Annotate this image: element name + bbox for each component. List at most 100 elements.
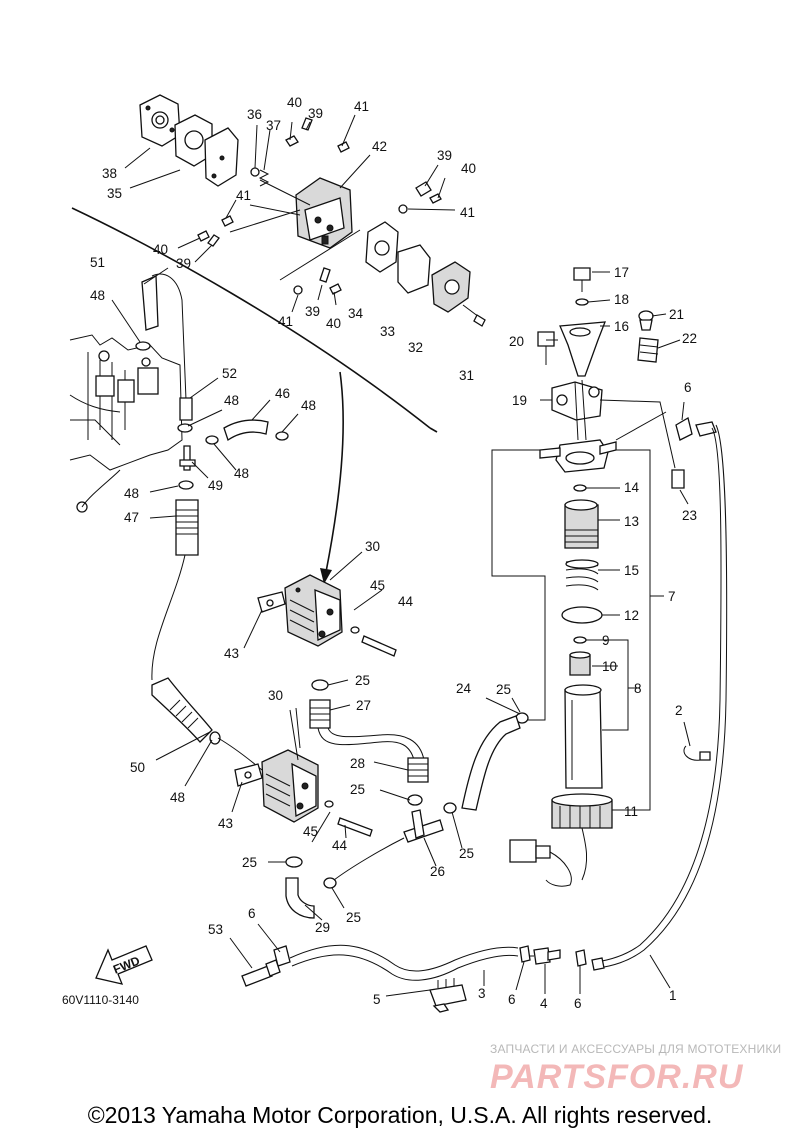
part-13-element xyxy=(564,499,599,549)
label-24: 24 xyxy=(456,681,472,696)
part-9-ring xyxy=(573,636,587,644)
part-25-clamps xyxy=(285,679,529,889)
label-6-a: 6 xyxy=(684,380,692,395)
assembly-pointer-arrowhead xyxy=(320,568,332,584)
part-26-tee-fitting xyxy=(333,809,444,881)
part-17-bolt xyxy=(573,267,591,292)
engine-section-divider xyxy=(71,207,431,429)
part-49-fitting xyxy=(179,445,196,471)
part-50-hose xyxy=(151,677,213,743)
watermark-caption: ЗАПЧАСТИ И АКСЕССУАРЫ ДЛЯ МОТОТЕХНИКИ xyxy=(490,1042,782,1056)
part-51-vapor-hose xyxy=(141,273,187,401)
label-48-a: 48 xyxy=(90,288,105,303)
label-37: 37 xyxy=(266,118,281,133)
label-31: 31 xyxy=(459,368,474,383)
label-13: 13 xyxy=(624,514,639,529)
filter-head xyxy=(539,439,617,473)
part-12-o-ring xyxy=(561,606,603,624)
label-38: 38 xyxy=(102,166,117,181)
label-7: 7 xyxy=(668,589,676,604)
label-19: 19 xyxy=(512,393,527,408)
part-31-bolt xyxy=(462,304,486,327)
label-17: 17 xyxy=(614,265,629,280)
label-48-b: 48 xyxy=(301,398,316,413)
part-29-hose xyxy=(285,877,315,919)
part-18-washer xyxy=(575,298,589,306)
part-19-bracket xyxy=(551,379,603,441)
label-14: 14 xyxy=(624,480,640,495)
part-6-clamps-right xyxy=(273,417,693,967)
part-20-bolt xyxy=(537,331,555,365)
assembly-pointer-arrow xyxy=(325,371,344,573)
label-32: 32 xyxy=(408,340,423,355)
part-28-hose xyxy=(317,727,429,783)
label-8: 8 xyxy=(634,681,642,696)
label-40-d: 40 xyxy=(326,316,341,331)
label-20: 20 xyxy=(509,334,524,349)
part-11-cup-nut xyxy=(551,793,613,829)
label-25-d: 25 xyxy=(242,855,257,870)
label-22: 22 xyxy=(682,331,697,346)
part-35-diaphragm xyxy=(204,127,239,187)
divider-hook xyxy=(429,427,438,433)
label-42: 42 xyxy=(372,139,387,154)
label-44-b: 44 xyxy=(332,838,348,853)
label-48-f: 48 xyxy=(170,790,185,805)
label-10: 10 xyxy=(602,659,617,674)
fwd-label: FWD xyxy=(111,953,142,976)
label-51: 51 xyxy=(90,255,105,270)
label-23: 23 xyxy=(682,508,697,523)
hose-47-50 xyxy=(151,554,186,681)
label-53: 53 xyxy=(208,922,223,937)
label-39-c: 39 xyxy=(176,256,191,271)
top-leader-lines xyxy=(124,114,456,313)
label-26: 26 xyxy=(430,864,445,879)
label-48-e: 48 xyxy=(124,486,139,501)
label-25-f: 25 xyxy=(346,910,361,925)
label-45-a: 45 xyxy=(370,578,385,593)
part-number-labels: 40 39 36 37 41 38 35 42 39 40 41 41 40 3… xyxy=(90,95,697,1011)
engine-block xyxy=(69,334,183,513)
filter-cup xyxy=(564,684,603,789)
part-30-fuel-pump-upper xyxy=(257,574,397,657)
label-15: 15 xyxy=(624,563,639,578)
diagram-code: 60V1110-3140 xyxy=(62,993,139,1007)
part-47-hose xyxy=(175,499,199,556)
part-1-hose xyxy=(591,421,728,971)
part-3-hose xyxy=(289,944,519,981)
label-4: 4 xyxy=(540,996,548,1011)
label-6-b: 6 xyxy=(248,906,256,921)
label-18: 18 xyxy=(614,292,629,307)
label-16: 16 xyxy=(614,319,629,334)
label-46: 46 xyxy=(275,386,290,401)
label-25-c: 25 xyxy=(350,782,365,797)
water-sensor-connector xyxy=(509,827,588,887)
label-3: 3 xyxy=(478,986,486,1001)
label-35: 35 xyxy=(107,186,122,201)
part-42-vapor-separator-body xyxy=(295,177,353,249)
small-fasteners-top xyxy=(197,117,442,295)
label-12: 12 xyxy=(624,608,639,623)
label-34: 34 xyxy=(348,306,364,321)
part-38-plate xyxy=(139,94,181,147)
label-41-b: 41 xyxy=(460,205,475,220)
label-36: 36 xyxy=(247,107,262,122)
part-4-fitting xyxy=(530,947,561,965)
label-43-a: 43 xyxy=(224,646,239,661)
part-2-clip xyxy=(683,745,711,761)
part-27-hose xyxy=(309,699,331,729)
part-23-fitting xyxy=(671,469,685,489)
part-22-grommet xyxy=(637,337,659,363)
label-39-b: 39 xyxy=(437,148,452,163)
label-28: 28 xyxy=(350,756,365,771)
clamps-48 xyxy=(135,341,289,490)
watermark-logo: PARTSFOR.RU xyxy=(490,1058,744,1096)
label-44-a: 44 xyxy=(398,594,414,609)
label-43-b: 43 xyxy=(218,816,233,831)
label-50: 50 xyxy=(130,760,145,775)
part-14-o-ring xyxy=(573,484,587,492)
fwd-arrow-icon xyxy=(95,945,153,985)
label-6-d: 6 xyxy=(574,996,582,1011)
label-39-a: 39 xyxy=(308,106,323,121)
